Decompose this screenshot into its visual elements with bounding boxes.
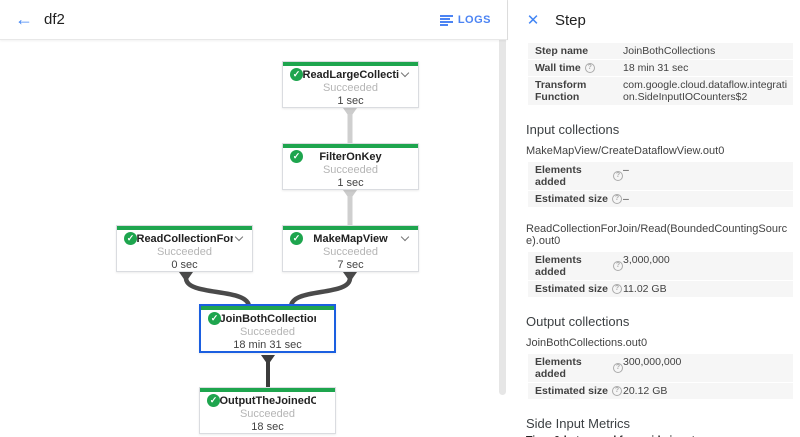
node-status: Succeeded: [239, 408, 296, 420]
metric-label: Elements added: [535, 164, 582, 188]
node-name: JoinBothCollections: [219, 313, 316, 325]
graph-node-readlargecollection[interactable]: ✓ ReadLargeCollectionFr... Succeeded 1 s…: [282, 61, 419, 108]
success-check-icon: ✓: [290, 68, 303, 81]
node-status-stripe: [200, 388, 335, 392]
node-status: Succeeded: [322, 246, 379, 258]
detail-row-wall-time: Wall time? 18 min 31 sec: [528, 60, 793, 76]
success-check-icon: ✓: [290, 232, 303, 245]
metric-label: Estimated size: [535, 283, 608, 295]
logs-button-label: LOGS: [457, 14, 491, 26]
help-icon[interactable]: ?: [613, 363, 623, 373]
help-icon[interactable]: ?: [611, 386, 622, 396]
pipeline-graph: ✓ ReadLargeCollectionFr... Succeeded 1 s…: [0, 40, 508, 437]
node-duration: 18 min 31 sec: [233, 339, 302, 351]
chevron-down-icon[interactable]: [400, 232, 410, 242]
side-input-metrics-heading: Side Input Metrics: [526, 416, 631, 431]
step-panel-body: Step name JoinBothCollections Wall time?…: [509, 40, 800, 437]
job-header: ← df2 LOGS: [0, 0, 507, 40]
help-icon[interactable]: ?: [611, 194, 622, 204]
collection-name: MakeMapView/CreateDataflowView.out0: [526, 145, 725, 157]
graph-node-makemapview[interactable]: ✓ MakeMapView Succeeded 7 sec: [282, 225, 419, 272]
success-check-icon: ✓: [124, 232, 137, 245]
node-duration: 1 sec: [337, 177, 364, 189]
node-name: FilterOnKey: [319, 151, 382, 163]
node-status: Succeeded: [322, 82, 379, 94]
job-title: df2: [44, 11, 65, 28]
detail-row-step-name: Step name JoinBothCollections: [528, 43, 793, 59]
node-status-stripe: [283, 226, 418, 230]
node-status-stripe: [117, 226, 252, 230]
detail-value: JoinBothCollections: [623, 45, 716, 57]
detail-value: com.google.cloud.dataflow.integration.Si…: [623, 79, 788, 103]
metric-label: Elements added: [535, 356, 582, 380]
success-check-icon: ✓: [207, 394, 220, 407]
node-duration: 7 sec: [337, 259, 364, 271]
chevron-down-icon[interactable]: [234, 232, 244, 242]
output-collections-heading: Output collections: [526, 314, 630, 329]
collection-name: JoinBothCollections.out0: [526, 337, 648, 349]
side-input-subtitle: Time & bytes read from side input: [526, 434, 793, 437]
graph-node-filteronkey[interactable]: ✓ FilterOnKey Succeeded 1 sec: [282, 143, 419, 190]
metric-row-estimated-size: Estimated size? 11.02 GB: [528, 281, 793, 297]
logs-button[interactable]: LOGS: [439, 0, 491, 40]
metric-label: Elements added: [535, 254, 582, 278]
job-graph-pane: ← df2 LOGS: [0, 0, 508, 437]
help-icon[interactable]: ?: [611, 284, 622, 294]
help-icon[interactable]: ?: [584, 63, 595, 73]
detail-label: Step name: [535, 45, 589, 57]
success-check-icon: ✓: [290, 150, 303, 163]
chevron-down-icon[interactable]: [400, 68, 410, 78]
metric-row-estimated-size: Estimated size? –: [528, 191, 793, 207]
node-status: Succeeded: [322, 164, 379, 176]
back-arrow-icon: ←: [15, 9, 33, 29]
detail-label: Transform Function: [535, 79, 587, 103]
metric-value: –: [623, 164, 629, 176]
input-collections-heading: Input collections: [526, 122, 620, 137]
metric-row-elements-added: Elements added? –: [528, 162, 793, 190]
node-duration: 1 sec: [337, 95, 364, 107]
node-status: Succeeded: [156, 246, 213, 258]
back-button[interactable]: ←: [12, 8, 36, 32]
help-icon[interactable]: ?: [613, 261, 623, 271]
graph-scrollbar[interactable]: [499, 22, 506, 395]
graph-node-readcollectionforjoin[interactable]: ✓ ReadCollectionForJoin Succeeded 0 sec: [116, 225, 253, 272]
collection-name: ReadCollectionForJoin/Read(BoundedCounti…: [526, 223, 788, 247]
metric-row-elements-added: Elements added? 3,000,000: [528, 252, 793, 280]
node-duration: 18 sec: [251, 421, 284, 433]
detail-value: 18 min 31 sec: [623, 62, 689, 74]
node-duration: 0 sec: [171, 259, 198, 271]
logs-icon: [439, 14, 453, 26]
graph-node-joinbothcollections-selected[interactable]: ✓ JoinBothCollections Succeeded 18 min 3…: [199, 304, 336, 353]
success-check-icon: ✓: [208, 312, 221, 325]
graph-edges: [179, 108, 357, 390]
node-status-stripe: [283, 62, 418, 66]
close-panel-button[interactable]: ✕: [523, 10, 543, 30]
metric-value: 11.02 GB: [623, 283, 667, 295]
metric-value: 20.12 GB: [623, 385, 668, 397]
node-status-stripe: [201, 306, 334, 310]
step-details-panel: ✕ Step Step name JoinBothCollections Wal…: [509, 0, 800, 437]
node-status: Succeeded: [239, 326, 296, 338]
metric-label: Estimated size: [535, 193, 608, 205]
metric-value: 3,000,000: [623, 254, 670, 266]
node-name: MakeMapView: [313, 233, 388, 245]
detail-row-transform-function: Transform Function com.google.cloud.data…: [528, 77, 793, 105]
close-icon: ✕: [526, 12, 540, 29]
metric-label: Estimated size: [535, 385, 608, 397]
node-name: ReadLargeCollectionFr...: [302, 69, 399, 81]
help-icon[interactable]: ?: [613, 171, 623, 181]
node-name: ReadCollectionForJoin: [136, 233, 233, 245]
step-panel-header: ✕ Step: [509, 0, 800, 40]
metric-value: 300,000,000: [623, 356, 682, 368]
node-name: OutputTheJoinedCollec...: [219, 395, 316, 407]
metric-row-estimated-size: Estimated size? 20.12 GB: [528, 383, 793, 399]
graph-node-outputthejoined[interactable]: ✓ OutputTheJoinedCollec... Succeeded 18 …: [199, 387, 336, 434]
metric-value: –: [623, 193, 629, 205]
detail-label: Wall time: [535, 62, 581, 74]
metric-row-elements-added: Elements added? 300,000,000: [528, 354, 793, 382]
panel-title: Step: [555, 11, 586, 29]
node-status-stripe: [283, 144, 418, 148]
